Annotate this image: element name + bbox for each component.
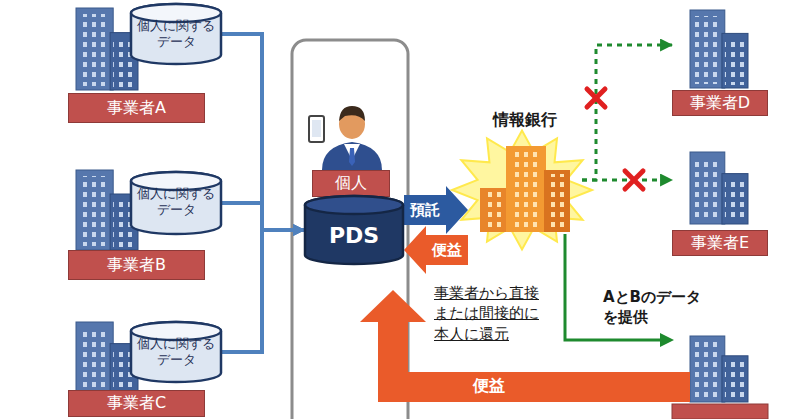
node-text: 事業者D: [672, 90, 768, 116]
building-wing: [722, 356, 748, 402]
bank-windows: [510, 150, 542, 228]
building-windows: [725, 38, 745, 85]
person-body: [322, 142, 382, 170]
building-tower: [690, 10, 725, 88]
person-icon: [309, 106, 382, 170]
bank-building: [480, 146, 570, 232]
bank-windows: [483, 192, 507, 228]
connector: [222, 230, 304, 352]
building-icon: [690, 10, 748, 88]
node-text: 個人に関するデータ: [136, 186, 217, 219]
building-icon: [76, 170, 138, 250]
cylinder-shape: [130, 322, 222, 382]
block-arrow: [404, 226, 468, 274]
cylinder-body: [131, 322, 221, 382]
node-text: 個人: [335, 173, 367, 194]
company-node: 事業者D: [672, 8, 768, 116]
cylinder-body: [131, 172, 221, 234]
building-windows: [725, 361, 745, 399]
cross-mark: [625, 171, 643, 189]
building-windows: [694, 342, 721, 398]
building-windows: [80, 176, 109, 246]
arrow-label: 便益: [470, 376, 508, 397]
cross-stroke: [587, 89, 605, 107]
building-tower: [690, 152, 725, 224]
cross-stroke: [625, 171, 643, 189]
building-icon: [690, 152, 748, 224]
building-tower: [76, 170, 113, 250]
building-wing: [722, 174, 748, 224]
pds-cylinder: PDS: [304, 196, 404, 264]
bank-wing: [480, 188, 510, 232]
building-icon: [690, 336, 748, 402]
node-text: PDS: [329, 223, 379, 248]
person-hair: [339, 106, 365, 121]
arrow-label: AとBのデータを提供: [603, 288, 708, 327]
node-text: 個人に関するデータ: [136, 336, 217, 369]
building-windows: [80, 328, 109, 390]
glow-star: [452, 131, 592, 250]
arrow-label: 便益: [430, 241, 464, 260]
glow: [452, 131, 592, 250]
phone: [309, 116, 324, 142]
person-tie: [349, 148, 355, 166]
cross-stroke: [587, 89, 605, 107]
company-label: 個人: [312, 170, 390, 197]
building-icon: [76, 8, 138, 90]
building-windows: [725, 179, 745, 221]
building-tower: [76, 322, 113, 394]
arrow-label: 預託: [408, 201, 442, 220]
connector: [582, 45, 672, 180]
data-cylinder: 個人に関するデータ: [130, 322, 222, 382]
cylinder-body: [131, 4, 221, 64]
data-cylinder: 個人に関するデータ: [130, 4, 222, 64]
cylinder-body: [305, 196, 403, 264]
connector: [222, 34, 304, 230]
node-text: 事業者C: [107, 393, 166, 414]
bank-wing: [544, 170, 570, 232]
node-text: 情報銀行: [468, 108, 582, 131]
bank-windows: [547, 174, 567, 228]
block-arrow: [404, 186, 468, 234]
building-wing: [722, 33, 748, 88]
data-cylinder: 個人に関するデータ: [130, 172, 222, 234]
cross-mark: [587, 89, 605, 107]
bank-tower: [506, 146, 546, 232]
connector: [222, 203, 304, 230]
building-windows: [694, 16, 721, 84]
building-tower: [690, 336, 725, 402]
company-label: 事業者C: [68, 390, 205, 417]
company-label: 事業者A: [68, 93, 205, 123]
connector: [582, 179, 672, 182]
node-text: 個人に関するデータ: [136, 18, 217, 51]
company-label-partial: [672, 404, 768, 419]
cross-stroke: [625, 171, 643, 189]
building-windows: [80, 14, 109, 86]
company-label: 事業者B: [68, 250, 205, 280]
building-group: [76, 8, 748, 402]
cylinder-top: [305, 196, 403, 214]
cylinder-shape: [130, 4, 222, 64]
phone-screen: [312, 120, 321, 137]
building-windows: [694, 158, 721, 220]
provide-arrow-head: [660, 333, 674, 347]
node-text: 事業者E: [672, 230, 768, 256]
building-tower: [76, 8, 113, 90]
bank-node: 情報銀行: [468, 108, 582, 264]
node-text: 事業者B: [107, 255, 166, 276]
building-icon: [76, 322, 138, 394]
company-node: 事業者E: [672, 148, 768, 256]
node-text: 事業者A: [107, 98, 166, 119]
note-text: 事業者から直接または間接的に本人に還元: [434, 283, 542, 344]
